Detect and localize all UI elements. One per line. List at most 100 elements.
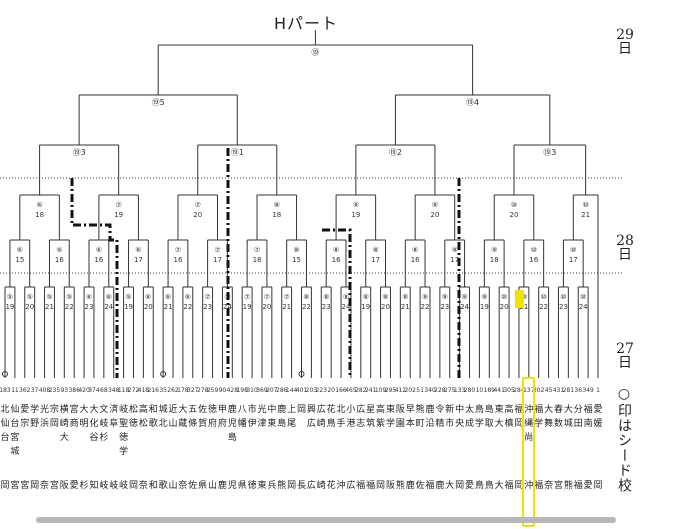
match-number-label: ⑥: [86, 293, 92, 301]
match-number-label: 17: [371, 256, 380, 264]
match-number-label: ⑦: [264, 293, 270, 301]
team-number: 36: [574, 387, 582, 394]
horizontal-scrollbar[interactable]: [36, 517, 616, 523]
match-number-label: 19: [5, 303, 14, 311]
team-name-char: 津: [257, 418, 266, 429]
match-number-label: ⑥: [106, 293, 112, 301]
team-name-char: 広: [356, 403, 365, 415]
team-name-char: 志: [356, 417, 365, 429]
team-number: 90: [219, 387, 227, 394]
match-number-label: 19: [114, 211, 123, 219]
team-pref: 岡: [455, 480, 464, 491]
team-name-char: 数: [554, 417, 563, 429]
team-name-char: 山: [169, 418, 178, 429]
team-pref: 福: [366, 479, 375, 491]
match-number-label: ⑧: [372, 246, 378, 254]
team-name-char: 仙: [10, 403, 19, 415]
team-name-char: 宗: [20, 417, 29, 429]
team-pref: 奈: [544, 479, 553, 491]
team-name-char: 大: [89, 403, 98, 415]
team-number: 465: [345, 387, 357, 394]
match-number-label: ⑤: [66, 293, 72, 301]
team-name-char: 槙: [505, 417, 514, 429]
team-number: 374: [88, 387, 100, 394]
team-pref: 鹿: [435, 479, 444, 491]
team-pref: 鳥: [475, 479, 484, 491]
team-name-char: 令: [435, 403, 444, 415]
team-number: 166: [335, 387, 347, 394]
team-name-char: 学: [30, 403, 39, 415]
match-number-label: ⑲: [311, 48, 319, 57]
team-name-char: 星: [366, 404, 375, 415]
team-name-char: 町: [416, 419, 425, 429]
match-number-label: 21: [401, 303, 410, 311]
team-name-char: 岡: [514, 418, 523, 429]
match-number-label: 15: [15, 256, 24, 264]
team-pref: 山: [169, 480, 178, 491]
team-number: 259: [207, 387, 219, 394]
match-number-label: ⑨: [461, 293, 467, 301]
team-pref: 兵: [267, 479, 276, 491]
match-number-label: 18: [272, 211, 281, 219]
team-number: 420: [78, 387, 90, 394]
team-name-char: 鹿: [425, 403, 434, 415]
team-name-char: 崎: [60, 417, 69, 429]
match-number-label: 20: [500, 303, 509, 311]
team-pref: 奈: [178, 479, 187, 491]
team-pref: 県: [198, 480, 207, 491]
team-pref: 福: [534, 479, 543, 491]
team-name-char: 南: [584, 417, 593, 429]
team-number: 310: [246, 387, 258, 394]
team-name-char: 東: [386, 403, 395, 415]
team-name-char: 熊: [416, 403, 425, 415]
match-number-label: ⑩: [531, 246, 537, 254]
team-name-char: 愛: [593, 403, 602, 415]
team-name-char: 條: [188, 417, 197, 429]
match-number-label: 24: [342, 303, 351, 311]
team-name-char: 筑: [366, 417, 375, 429]
match-number-label: ⑨: [422, 293, 428, 301]
match-number-label: ⑧: [274, 201, 280, 209]
match-number-label: ⑧: [333, 246, 339, 254]
match-number-label: 23: [559, 303, 568, 311]
team-number: 428: [227, 387, 239, 394]
team-pref: 阪: [60, 480, 69, 491]
team-name-char: 松: [139, 417, 148, 429]
team-name-char: 阜: [109, 417, 118, 429]
team-name-char: 城: [10, 446, 19, 457]
match-number-label: ⑤: [46, 293, 52, 301]
team-number: 1: [596, 387, 600, 394]
team-number: 144: [286, 387, 298, 394]
match-number-label: ⑧: [323, 293, 329, 301]
team-number: 202: [404, 387, 416, 394]
match-number-label: 21: [282, 303, 291, 311]
team-name-char: 東: [495, 403, 504, 415]
team-number: 207: [266, 387, 278, 394]
team-name-char: 太: [465, 403, 474, 415]
match-number-label: ⑦: [214, 246, 220, 254]
team-pref: 宮: [10, 479, 19, 491]
team-pref: 岡: [593, 480, 602, 491]
match-number-label: 18: [490, 256, 499, 264]
team-pref: 宮: [50, 479, 59, 491]
team-name-char: 甲: [218, 404, 227, 415]
team-number: 412: [395, 387, 407, 394]
match-number-label: ⑧: [293, 246, 299, 254]
team-name-char: 花: [327, 403, 336, 415]
match-number-label: 20: [193, 211, 202, 219]
team-name-char: 大: [80, 403, 89, 415]
match-number-label: 20: [262, 303, 271, 311]
team-name-char: 岐: [119, 403, 128, 415]
team-name-char: 沿: [425, 418, 434, 429]
team-name-char: 福: [534, 403, 543, 415]
team-name-char: 岐: [99, 417, 108, 429]
team-pref: 奈: [40, 479, 49, 491]
team-name-char: 高: [376, 403, 385, 415]
match-number-label: ⑨: [353, 201, 359, 209]
team-number: 45: [545, 387, 553, 394]
team-pref: 岐: [99, 479, 108, 491]
team-name-char: 北: [159, 418, 168, 429]
team-name-char: 愛: [20, 403, 29, 415]
team-name-char: 賀: [198, 417, 207, 429]
